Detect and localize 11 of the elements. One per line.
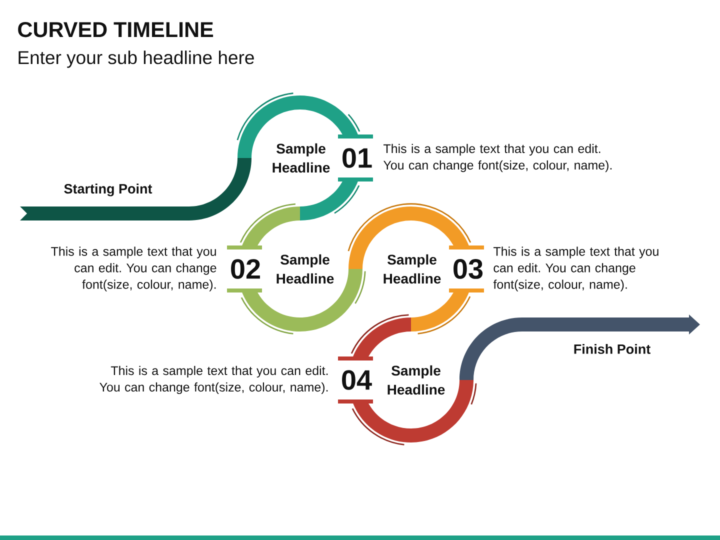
description-text: This is a sample text that you can edit. You can change font(size, colour, name). bbox=[51, 246, 216, 292]
subtitle: Enter your sub headline here bbox=[18, 50, 254, 68]
step-number: 01 bbox=[342, 148, 372, 168]
description-text: This is a sample text that you can edit. You can change font(size, colour, name). bbox=[383, 144, 612, 172]
description-text: This is a sample text that you can edit. You can change font(size, colour, name). bbox=[100, 366, 328, 394]
description-text: This is a sample text that you can edit. You can change font(size, colour, name). bbox=[493, 246, 658, 292]
step-number: 03 bbox=[454, 259, 483, 279]
ribbon bbox=[460, 314, 700, 380]
edge-label: Finish Point bbox=[574, 344, 650, 354]
edge-label: Starting Point bbox=[64, 184, 152, 196]
title: CURVED TIMELINE bbox=[18, 22, 214, 38]
